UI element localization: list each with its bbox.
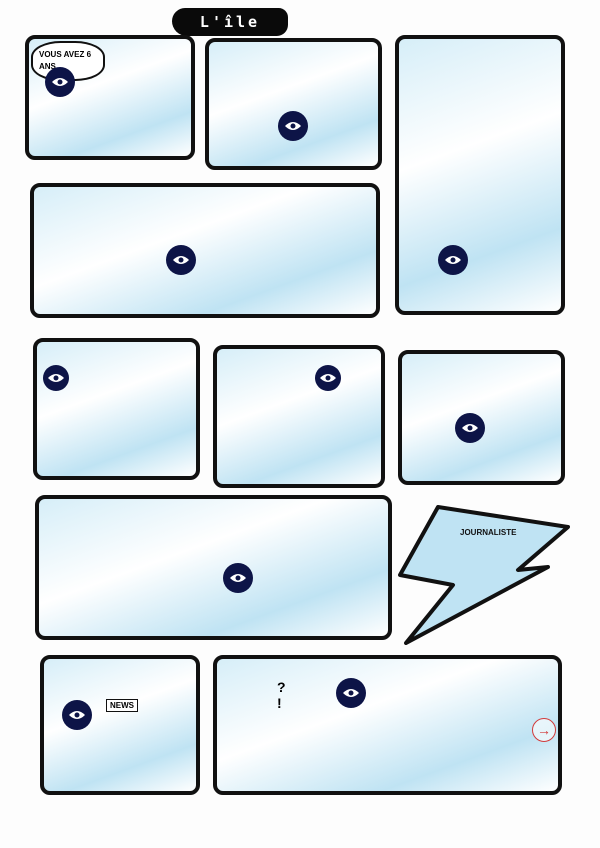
panel-3 (395, 35, 565, 315)
panel-8 (35, 495, 392, 640)
view-panel-4-button[interactable] (166, 245, 196, 275)
eye-icon (48, 374, 64, 382)
news-sign: NEWS (106, 699, 138, 712)
exclamation-marks: ? ! (277, 679, 558, 711)
view-panel-6-button[interactable] (315, 365, 341, 391)
eye-icon (320, 374, 336, 382)
eye-icon (173, 256, 189, 264)
next-page-button[interactable]: → (532, 718, 556, 742)
view-panel-11-button[interactable] (336, 678, 366, 708)
eye-icon (285, 122, 301, 130)
eye-icon (230, 574, 246, 582)
panel-4 (30, 183, 380, 318)
view-panel-10-button[interactable] (62, 700, 92, 730)
eye-icon (343, 689, 359, 697)
eye-icon (69, 711, 85, 719)
eye-icon (462, 424, 478, 432)
journalist-sign: JOURNALISTE (460, 528, 517, 537)
view-panel-7-button[interactable] (455, 413, 485, 443)
panel-9-lightning: JOURNALISTE (398, 505, 570, 645)
view-panel-2-button[interactable] (278, 111, 308, 141)
arrow-right-icon: → (537, 722, 551, 738)
page-title: L'île (172, 8, 288, 36)
view-panel-8-button[interactable] (223, 563, 253, 593)
panel-6 (213, 345, 385, 488)
view-panel-5-button[interactable] (43, 365, 69, 391)
panel-2 (205, 38, 382, 170)
panel-5 (33, 338, 200, 480)
panel-1: VOUS AVEZ 6 ANS (25, 35, 195, 160)
view-panel-3-button[interactable] (438, 245, 468, 275)
panel-11: ? ! (213, 655, 562, 795)
panel-10: NEWS (40, 655, 200, 795)
eye-icon (445, 256, 461, 264)
eye-icon (52, 78, 68, 86)
view-panel-1-button[interactable] (45, 67, 75, 97)
